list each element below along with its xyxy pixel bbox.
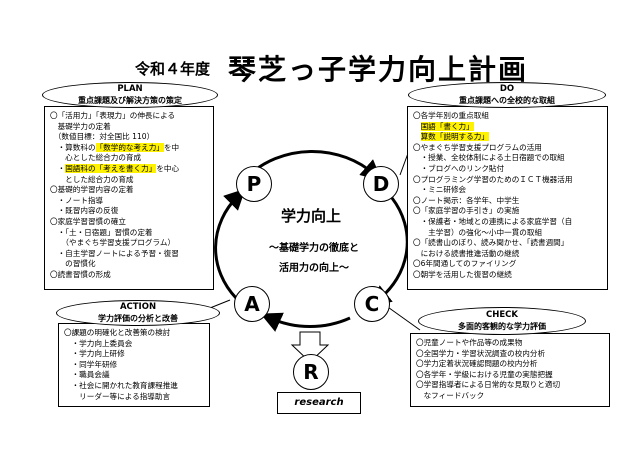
- action-label: ACTION: [119, 302, 157, 312]
- highlight-text: 「数学的な考え力」: [95, 142, 164, 152]
- plan-label: PLAN: [117, 84, 143, 94]
- list-item: ・算数科の「数学的な考え力」を中: [50, 142, 180, 152]
- do-panel: 〇各学年別の重点取組 国語「書く力」 算数「説明する力」〇やまぐち学習支援プログ…: [407, 106, 608, 290]
- center-title: 学力向上: [280, 207, 341, 225]
- list-item: 〇朝学を活用した復習の継続: [413, 269, 512, 279]
- do-subtitle: 重点課題への全校的な取組: [459, 96, 555, 105]
- list-item: 〇ノート掲示：各学年、中学生: [413, 195, 520, 205]
- list-item: ・学力向上委員会: [64, 338, 133, 348]
- list-item: ・国語科の「考えを書く力」を中心: [50, 163, 180, 173]
- list-item: ・自主学習ノートによる予習・復習: [50, 248, 179, 258]
- list-item: 〇「家庭学習の手引き」の実施: [413, 206, 520, 216]
- title-year: 令和４年度: [135, 60, 211, 78]
- list-item: とした総合力の育成: [50, 174, 134, 184]
- action-header: ACTION 学力評価の分析と改善: [56, 300, 220, 326]
- list-item: ・既習内容の反復: [50, 206, 119, 216]
- list-item: ・ミニ研修会: [413, 185, 467, 195]
- list-item: 〇各学年別の重点取組: [413, 111, 489, 120]
- check-label: CHECK: [486, 310, 518, 320]
- list-item: ・ノート指導: [50, 195, 104, 205]
- highlight-text: 国語科の「考えを書く力」: [65, 163, 157, 173]
- letter-c: C: [354, 286, 390, 322]
- list-item: ・社会に開かれた教育課程推進: [64, 380, 178, 390]
- list-item: ・同学年研修: [64, 359, 118, 369]
- list-item: 〇家庭学習習慣の確立: [50, 216, 126, 226]
- do-list: 〇各学年別の重点取組 国語「書く力」 算数「説明する力」〇やまぐち学習支援プログ…: [413, 111, 602, 281]
- cycle-ring: [369, 197, 409, 307]
- arrow-to-r: [290, 331, 330, 363]
- letter-r: R: [293, 354, 329, 390]
- list-item: なフィードバック: [416, 390, 485, 400]
- do-label: DO: [499, 84, 515, 94]
- page-title: 琴芝っ子学力向上計画: [228, 53, 529, 86]
- list-item: 国語「書く力」: [413, 121, 602, 133]
- list-item: 〇6年間通してのファイリング: [413, 259, 517, 269]
- list-item: 〇課題の明確化と改善策の検討: [64, 328, 171, 337]
- list-item: 〇学力定着状況確認問題の校内分析: [416, 359, 538, 369]
- list-item: ・ブログへのリンク貼付: [413, 163, 505, 173]
- list-item: 〇プログラミング学習のためのＩＣＴ機器活用: [413, 174, 573, 184]
- list-item: 〇基礎的学習内容の定着: [50, 185, 134, 195]
- list-item: ・授業、全校体制による土日宿題での取組: [413, 153, 565, 163]
- list-item: （数値目標：対全国比 110）: [50, 132, 155, 142]
- action-subtitle: 学力評価の分析と改善: [98, 314, 178, 323]
- list-item: 主学習）の強化～小中一貫の取組: [413, 227, 543, 237]
- cycle-ring: [260, 312, 351, 332]
- list-item: 心とした総合力の育成: [50, 153, 142, 163]
- list-item: の習慣化: [50, 259, 96, 269]
- plan-list: 〇「活用力」「表現力」の伸長による 基礎学力の定着 （数値目標：対全国比 110…: [50, 111, 208, 281]
- list-item: 算数「説明する力」: [413, 132, 602, 143]
- cycle-ring: [214, 188, 246, 300]
- list-item: 〇全国学力・学習状況調査の校内分析: [416, 348, 546, 358]
- list-item: ・保護者・地域との連携による家庭学習（自: [413, 216, 573, 226]
- plan-header: PLAN 重点課題及び解決方策の策定: [42, 82, 218, 108]
- list-item: 〇学習指導者による日常的な見取りと適切: [416, 380, 561, 390]
- plan-subtitle: 重点課題及び解決方策の策定: [78, 96, 182, 105]
- check-subtitle: 多面的客観的な学力評価: [458, 322, 546, 331]
- letter-p: P: [236, 166, 272, 202]
- list-item: における読書推進活動の継続: [413, 248, 520, 258]
- list-item: 基礎学力の定着: [50, 121, 111, 131]
- highlight-text: 国語「書く力」: [420, 121, 474, 131]
- list-item: 〇やまぐち学習支援プログラムの活用: [413, 142, 542, 152]
- letter-a: A: [234, 286, 270, 322]
- action-panel: 〇課題の明確化と改善策の検討 ・学力向上委員会 ・学力向上研修 ・同学年研修 ・…: [58, 323, 210, 407]
- list-item: ・職員会議: [64, 370, 110, 380]
- research-box: research: [277, 392, 361, 414]
- list-item: ・学力向上研修: [64, 349, 125, 359]
- list-item: 〇読書習慣の形成: [50, 269, 111, 279]
- list-item: 〇「活用力」「表現力」の伸長による: [50, 111, 176, 120]
- list-item: 〇「読書山のぼり、読み聞かせ、「読書週間」: [413, 238, 569, 248]
- list-item: （やまぐち学習支援プログラム）: [50, 238, 176, 248]
- letter-d: D: [363, 166, 399, 202]
- list-item: ・「土・日宿題」習慣の定着: [50, 227, 153, 237]
- plan-panel: 〇「活用力」「表現力」の伸長による 基礎学力の定着 （数値目標：対全国比 110…: [44, 106, 214, 290]
- check-panel: 〇児童ノートや作品等の成果物〇全国学力・学習状況調査の校内分析〇学力定着状況確認…: [410, 333, 610, 407]
- do-header: DO 重点課題への全校的な取組: [408, 82, 606, 108]
- highlight-text: 算数「説明する力」: [420, 132, 489, 142]
- list-item: 〇各学年・学級における児童の実態把握: [416, 369, 553, 379]
- action-list: 〇課題の明確化と改善策の検討 ・学力向上委員会 ・学力向上研修 ・同学年研修 ・…: [64, 328, 204, 402]
- cycle-ring: [246, 149, 382, 181]
- check-header: CHECK 多面的客観的な学力評価: [418, 307, 586, 335]
- center-subtitle: ～基礎学力の徹底と 活用力の向上～: [269, 243, 359, 274]
- check-list: 〇児童ノートや作品等の成果物〇全国学力・学習状況調査の校内分析〇学力定着状況確認…: [416, 338, 604, 402]
- list-item: 〇児童ノートや作品等の成果物: [416, 338, 523, 347]
- list-item: リーダー等による指導助言: [64, 391, 171, 401]
